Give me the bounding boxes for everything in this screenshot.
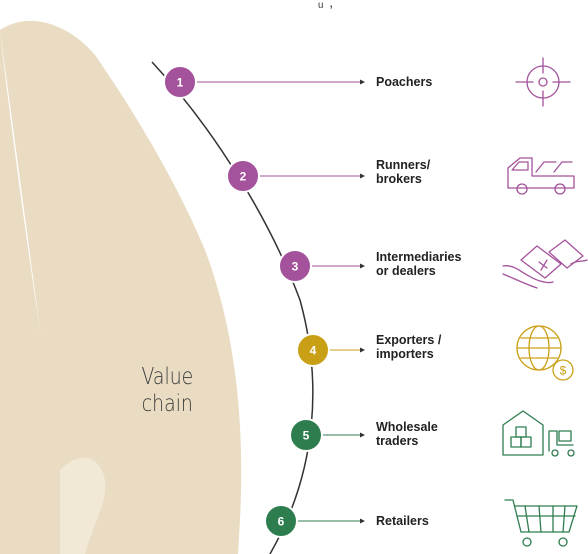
step-node bbox=[264, 504, 298, 538]
step-node bbox=[296, 333, 330, 367]
leaf-shape bbox=[0, 21, 242, 554]
step-5-label-line-2: traders bbox=[376, 434, 419, 448]
step-6-label-line-1: Retailers bbox=[376, 514, 429, 528]
step-2-label-line-1: Runners/ bbox=[376, 158, 431, 172]
step-label: Runners/ brokers bbox=[376, 158, 430, 186]
step-label: Poachers bbox=[376, 75, 432, 89]
step-number: 3 bbox=[292, 260, 299, 274]
step-1-label-line-1: Poachers bbox=[376, 75, 433, 89]
warehouse-icon bbox=[502, 410, 575, 457]
step-number: 6 bbox=[278, 515, 285, 529]
step-5-label-line-1: Wholesale bbox=[376, 420, 438, 434]
step-label: Wholesale traders bbox=[376, 420, 438, 448]
title-line-1: Value bbox=[141, 364, 194, 390]
step-4-label-line-1: Exporters / bbox=[376, 333, 442, 347]
shopping-cart-icon bbox=[504, 499, 578, 547]
title-line-2: chain bbox=[141, 391, 193, 417]
money-exchange-icon bbox=[502, 239, 588, 289]
step-3-label-line-1: Intermediaries bbox=[376, 250, 462, 264]
truck-icon bbox=[507, 157, 575, 195]
step-number: 5 bbox=[303, 429, 310, 443]
leaf-notch bbox=[60, 457, 106, 554]
step-label: Retailers bbox=[376, 514, 429, 528]
chain-curve bbox=[151, 61, 314, 554]
step-number: 2 bbox=[240, 170, 247, 184]
step-2-label-line-2: brokers bbox=[376, 172, 422, 186]
step-number: 4 bbox=[310, 344, 317, 358]
step-label: Intermediaries or dealers bbox=[376, 250, 461, 278]
step-node bbox=[289, 418, 323, 452]
step-3-label-line-2: or dealers bbox=[376, 264, 436, 278]
arrow-tip bbox=[360, 518, 365, 524]
arrow-tip bbox=[360, 347, 365, 353]
step-label: Exporters / importers bbox=[376, 333, 441, 361]
header-fragment: ᵤ , bbox=[318, 0, 335, 10]
step-node bbox=[163, 65, 197, 99]
step-number: 1 bbox=[177, 76, 184, 90]
step-node bbox=[278, 249, 312, 283]
step-4-label-line-2: importers bbox=[376, 347, 434, 361]
value-chain-title: Value chain bbox=[128, 364, 207, 418]
globe-dollar-icon: $ bbox=[516, 325, 574, 381]
arrow-tip bbox=[360, 79, 365, 85]
arrow-tip bbox=[360, 173, 365, 179]
arrow-tip bbox=[360, 432, 365, 438]
dollar-sign: $ bbox=[560, 364, 567, 378]
step-node bbox=[226, 159, 260, 193]
arrow-tip bbox=[360, 263, 365, 269]
crosshair-icon bbox=[515, 57, 571, 107]
